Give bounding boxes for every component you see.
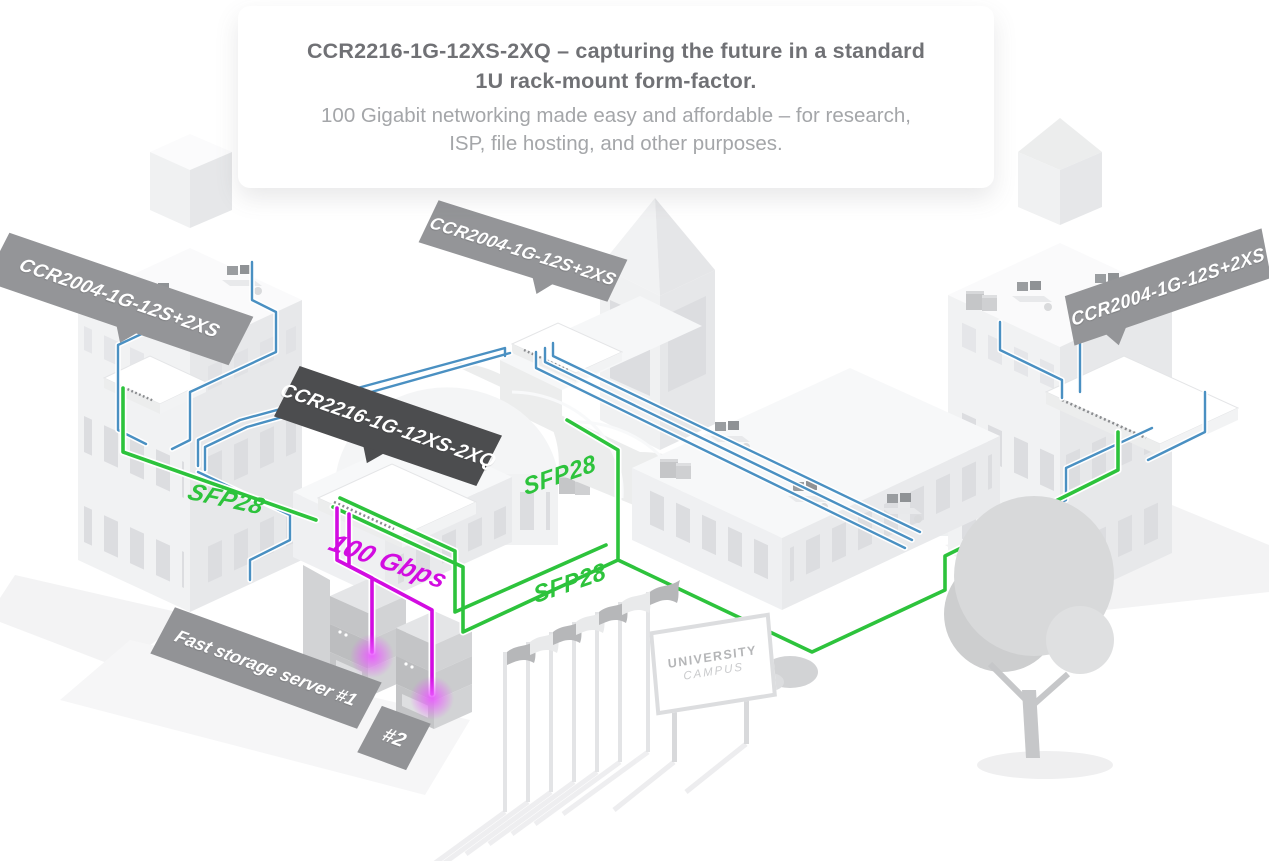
blue-cables <box>115 259 1208 583</box>
intro-subtitle-line2: ISP, file hosting, and other purposes. <box>449 132 783 156</box>
flag-row <box>433 580 680 861</box>
intro-title-line1: CCR2216-1G-12XS-2XQ – capturing the futu… <box>306 39 926 64</box>
campus-sign-posts <box>612 682 749 812</box>
intro-card: CCR2216-1G-12XS-2XQ – capturing the futu… <box>238 6 994 188</box>
flag-poles <box>503 592 650 812</box>
intro-title: CCR2216-1G-12XS-2XQ – capturing the futu… <box>307 36 925 96</box>
flags <box>507 580 680 665</box>
magenta-cables <box>333 504 454 720</box>
intro-subtitle: 100 Gigabit networking made easy and aff… <box>321 102 911 157</box>
link-glow <box>350 634 394 678</box>
building-left <box>78 134 302 612</box>
tree <box>944 496 1114 758</box>
intro-title-line2: 1U rack-mount form-factor. <box>475 69 757 94</box>
intro-subtitle-line1: 100 Gigabit networking made easy and aff… <box>321 104 911 128</box>
link-glow <box>410 676 454 720</box>
green-cables <box>119 384 1122 656</box>
